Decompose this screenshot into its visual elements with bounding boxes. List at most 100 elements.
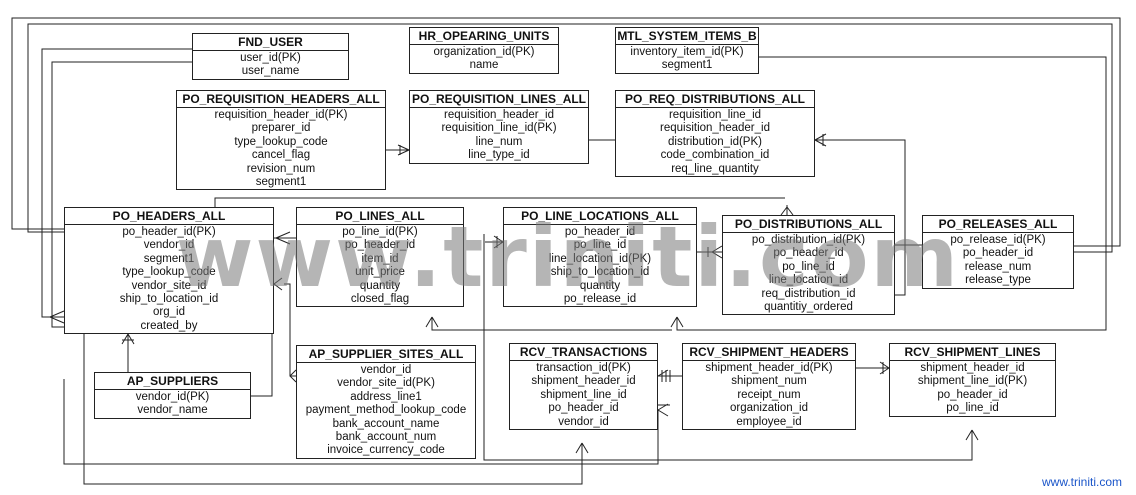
entity-attribute: po_line_id bbox=[946, 402, 999, 415]
entity-attribute: user_id(PK) bbox=[240, 52, 301, 64]
entity-attribute: vendor_name bbox=[137, 404, 208, 417]
crows-foot-marker bbox=[707, 245, 723, 259]
entity-attribute: closed_flag bbox=[350, 293, 410, 306]
crows-foot-marker bbox=[965, 429, 979, 441]
entity-title: FND_USER bbox=[193, 34, 348, 51]
entity-attribute: type_lookup_code bbox=[122, 266, 216, 279]
entity-attribute: vendor_site_id(PK) bbox=[337, 377, 435, 390]
entity-attribute: line_location_id bbox=[768, 274, 849, 287]
relationship-line bbox=[431, 317, 672, 331]
crows-foot-marker bbox=[121, 333, 135, 345]
entity-attribute: code_combination_id bbox=[660, 149, 770, 162]
entity-attribute: vendor_id bbox=[360, 364, 412, 376]
entity-attribute: vendor_id(PK) bbox=[135, 391, 210, 403]
entity-attribute: line_num bbox=[475, 135, 523, 148]
crows-foot-marker bbox=[397, 144, 410, 156]
crows-foot-marker bbox=[425, 316, 439, 328]
crows-foot-marker bbox=[670, 316, 684, 328]
entity-attribute: release_num bbox=[964, 260, 1032, 273]
entity-attribute: receipt_num bbox=[737, 388, 801, 401]
entity-title: PO_REQ_DISTRIBUTIONS_ALL bbox=[616, 91, 814, 108]
entity-attribute: release_type bbox=[965, 274, 1031, 287]
attribute-list: inventory_item_id(PK)segment1 bbox=[616, 45, 758, 73]
entity-attribute: po_line_id(PK) bbox=[342, 226, 418, 238]
crows-foot-marker bbox=[780, 206, 794, 216]
entity-attribute: req_line_quantity bbox=[671, 162, 759, 175]
entity-attribute: po_header_id bbox=[937, 388, 1008, 401]
entity-attribute: line_location_id(PK) bbox=[548, 252, 652, 265]
entity-attribute: segment1 bbox=[661, 59, 713, 72]
entity-title: PO_RELEASES_ALL bbox=[923, 216, 1073, 233]
entity-attribute: preparer_id bbox=[251, 122, 311, 135]
entity-attribute: po_line_id bbox=[573, 239, 627, 252]
relationship-line bbox=[63, 379, 659, 465]
crows-foot-marker bbox=[493, 235, 504, 249]
footer-link[interactable]: www.triniti.com bbox=[1041, 475, 1122, 489]
entity-attribute: shipment_header_id bbox=[531, 375, 636, 388]
entity-attribute: type_lookup_code bbox=[234, 135, 328, 148]
entity-attribute: po_header_id bbox=[962, 247, 1034, 260]
entity-attribute: unit_price bbox=[355, 266, 405, 279]
attribute-list: organization_id(PK)name bbox=[410, 45, 558, 73]
entity-title: RCV_SHIPMENT_LINES bbox=[890, 344, 1055, 361]
entity-attribute: payment_method_lookup_code bbox=[305, 404, 467, 417]
attribute-list: vendor_id(PK)vendor_name bbox=[95, 390, 250, 418]
entity-attribute: address_line1 bbox=[350, 390, 422, 403]
relationship-line bbox=[51, 61, 192, 328]
entity-attribute: requisition_line_id bbox=[668, 109, 762, 121]
crows-foot-marker bbox=[814, 133, 827, 147]
entity-attribute: quantity bbox=[579, 279, 621, 292]
relationship-line bbox=[284, 283, 296, 377]
entity-title: AP_SUPPLIER_SITES_ALL bbox=[297, 346, 475, 363]
entity-title: PO_REQUISITION_HEADERS_ALL bbox=[177, 91, 385, 108]
entity-attribute: bank_account_num bbox=[335, 431, 437, 444]
entity-attribute: inventory_item_id(PK) bbox=[630, 46, 744, 58]
entity-attribute: line_type_id bbox=[468, 149, 530, 162]
entity-attribute: transaction_id(PK) bbox=[536, 362, 631, 374]
entity-attribute: quantity bbox=[359, 279, 401, 292]
crows-foot-marker bbox=[49, 310, 65, 324]
entity-attribute: invoice_currency_code bbox=[327, 444, 445, 457]
crows-foot-marker bbox=[273, 277, 283, 291]
entity-attribute: shipment_header_id(PK) bbox=[705, 362, 833, 374]
entity-attribute: name bbox=[469, 59, 499, 72]
entity-attribute: revision_num bbox=[246, 162, 316, 175]
entity-title: MTL_SYSTEM_ITEMS_B bbox=[616, 29, 758, 45]
entity-attribute: segment1 bbox=[143, 252, 195, 265]
entity-attribute: vendor_site_id bbox=[131, 279, 207, 292]
entity-title: HR_OPEARING_UNITS bbox=[410, 28, 558, 45]
entity-attribute: vendor_id bbox=[558, 415, 609, 428]
crows-foot-marker bbox=[657, 369, 671, 382]
entity-attribute: employee_id bbox=[736, 415, 802, 428]
entity-attribute: org_id bbox=[153, 306, 185, 319]
entity-attribute: ship_to_location_id bbox=[119, 293, 219, 306]
entity-attribute: shipment_line_id bbox=[540, 388, 627, 401]
entity-attribute: segment1 bbox=[255, 176, 307, 189]
entity-attribute: requisition_line_id(PK) bbox=[441, 122, 557, 135]
entity-attribute: shipment_header_id bbox=[920, 362, 1025, 374]
relationship-line bbox=[214, 197, 785, 207]
entity-attribute: req_distribution_id bbox=[761, 287, 856, 300]
crows-foot-marker bbox=[879, 361, 890, 375]
